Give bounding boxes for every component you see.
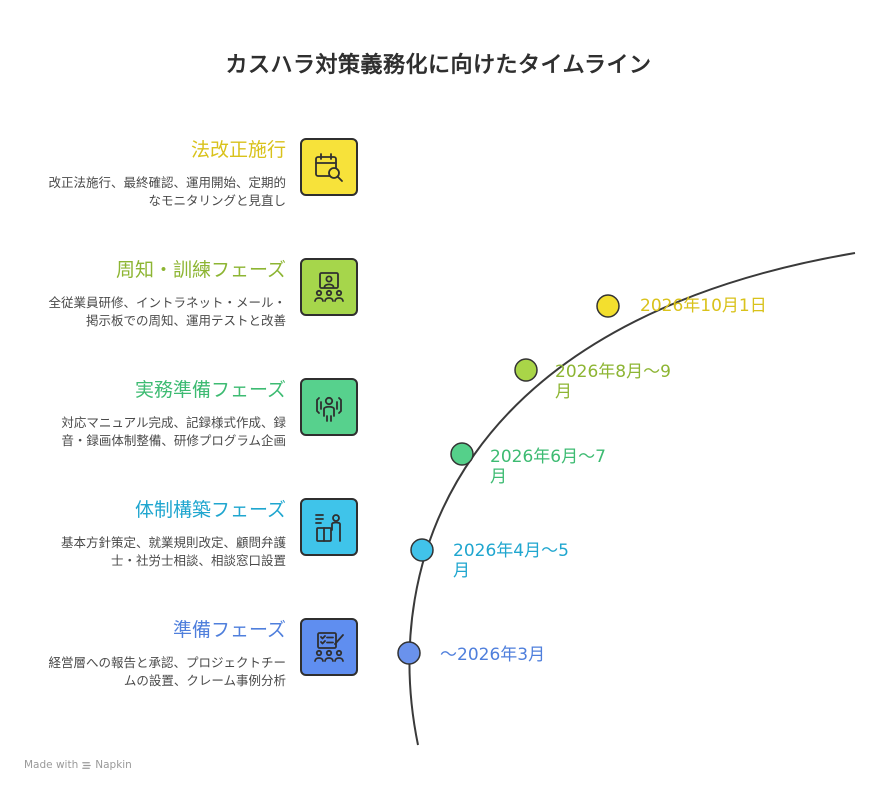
milestone-dot-3 [450,442,474,466]
made-with-napkin-footer: Made with Napkin [24,759,132,771]
phase-title-training: 周知・訓練フェーズ [115,259,286,281]
page-title: カスハラ対策義務化に向けたタイムライン [225,53,652,78]
footer-brand: Napkin [95,759,132,771]
napkin-logo-icon [82,761,91,769]
phase-title-system-build: 体制構築フェーズ [134,499,286,521]
person-speaking-icon [300,378,358,436]
person-desk-icon [300,498,358,556]
milestone-dot-4 [410,538,434,562]
phase-title-practical-prep: 実務準備フェーズ [134,379,286,401]
milestone-dot-5 [397,641,421,665]
date-label-until-mar-2026: 〜2026年3月 [440,645,546,665]
milestone-dot-1 [596,294,620,318]
presentation-audience-icon [300,258,358,316]
footer-made-with: Made with [24,759,79,771]
date-label-oct-2026: 2026年10月1日 [640,296,767,316]
phase-desc-system-build: 基本方針策定、就業規則改定、顧問弁護士・社労士相談、相談窓口設置 [60,535,286,568]
phase-desc-practical-prep: 対応マニュアル完成、記録様式作成、録音・録画体制整備、研修プログラム企画 [61,415,286,448]
calendar-search-icon [300,138,358,196]
phase-desc-enforcement: 改正法施行、最終確認、運用開始、定期的なモニタリングと見直し [48,175,286,208]
phase-desc-preparation: 経営層への報告と承認、プロジェクトチームの設置、クレーム事例分析 [48,655,286,688]
team-checklist-icon [300,618,358,676]
milestone-dot-2 [514,358,538,382]
phase-desc-training: 全従業員研修、イントラネット・メール・掲示板での周知、運用テストと改善 [48,295,286,328]
date-label-apr-may-2026: 2026年4月〜5月 [453,541,569,581]
date-label-jun-jul-2026: 2026年6月〜7月 [490,447,606,487]
phase-title-preparation: 準備フェーズ [172,619,286,641]
date-label-aug-sep-2026: 2026年8月〜9月 [555,362,671,402]
phase-title-enforcement: 法改正施行 [190,139,286,161]
timeline-curve [408,252,856,746]
